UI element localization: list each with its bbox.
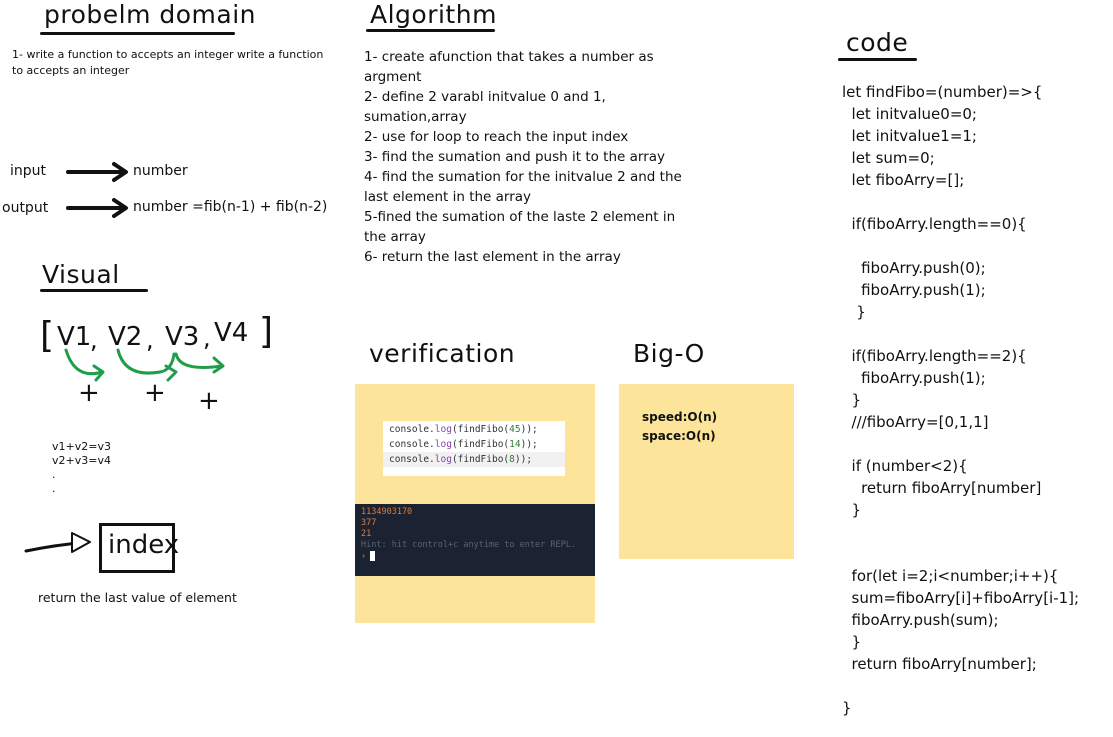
terminal-result: 21 <box>361 529 372 539</box>
console-call: console.log(findFibo(14)); <box>389 439 538 450</box>
code-line: let initvalue1=1; <box>842 127 977 145</box>
array-comma: , <box>203 324 211 352</box>
note-line: . <box>52 468 56 481</box>
console-code-snippet: console.log(findFibo(45)); console.log(f… <box>383 421 565 476</box>
code-line: let initvalue0=0; <box>842 105 977 123</box>
code-block: let findFibo=(number)=>{ let initvalue0=… <box>842 81 1079 719</box>
visual-underline <box>40 289 148 292</box>
code-line: ///fiboArry=[0,1,1] <box>842 413 989 431</box>
algorithm-step: 3- find the sumation and push it to the … <box>364 149 666 165</box>
terminal-prompt-line[interactable]: › <box>361 551 595 563</box>
array-comma: , <box>90 326 98 354</box>
plus-sign: + <box>198 386 220 416</box>
algorithm-step: argment <box>364 69 422 85</box>
visual-notes: v1+v2=v3 v2+v3=v4 . . <box>52 440 111 496</box>
code-line: for(let i=2;i<number;i++){ <box>842 567 1059 585</box>
array-item-v2: V2 <box>108 322 143 352</box>
code-line: return fiboArry[number] <box>842 479 1042 497</box>
index-box: index <box>99 523 179 573</box>
array-close-bracket: ] <box>259 311 274 352</box>
bigo-values: speed:O(n) space:O(n) <box>642 408 717 446</box>
code-line: fiboArry.push(1); <box>842 281 986 299</box>
algorithm-step: 1- create afunction that takes a number … <box>364 49 654 65</box>
output-value: number =fib(n-1) + fib(n-2) <box>133 199 328 215</box>
console-call: console.log(findFibo(45)); <box>389 424 538 435</box>
code-line: fiboArry.push(sum); <box>842 611 999 629</box>
code-line: } <box>842 501 862 519</box>
code-line: let findFibo=(number)=>{ <box>842 83 1043 101</box>
verification-panel: console.log(findFibo(45)); console.log(f… <box>355 384 595 623</box>
plus-sign: + <box>144 378 166 408</box>
array-open-bracket: [ <box>40 315 55 356</box>
code-line: return fiboArry[number]; <box>842 655 1037 673</box>
array-item-v4: V4 <box>214 318 249 348</box>
output-arrow-icon <box>66 198 128 218</box>
algorithm-steps: 1- create afunction that takes a number … <box>364 47 734 267</box>
algorithm-step: 5-fined the sumation of the laste 2 elem… <box>364 209 676 225</box>
algorithm-step: sumation,array <box>364 109 467 125</box>
code-line: if (number<2){ <box>842 457 968 475</box>
algorithm-step: 6- return the last element in the array <box>364 249 621 265</box>
input-arrow-icon <box>66 162 128 182</box>
array-comma: , <box>146 326 154 354</box>
return-note: return the last value of element <box>38 590 237 605</box>
array-item-v3: V3 <box>165 322 200 352</box>
note-line: v2+v3=v4 <box>52 454 111 467</box>
index-label: index <box>108 530 180 560</box>
code-underline <box>838 58 917 61</box>
algorithm-step: the array <box>364 229 426 245</box>
algorithm-step: 2- define 2 varabl initvalue 0 and 1, <box>364 89 606 105</box>
problem-domain-underline <box>40 32 235 35</box>
code-line: } <box>842 633 862 651</box>
verification-title: verification <box>369 339 516 368</box>
terminal-prompt: › <box>361 551 367 562</box>
problem-domain-title: probelm domain <box>44 0 257 29</box>
bigo-space: space:O(n) <box>642 429 716 443</box>
problem-description: 1- write a function to accepts an intege… <box>12 48 324 77</box>
note-line: v1+v2=v3 <box>52 440 111 453</box>
bigo-speed: speed:O(n) <box>642 410 718 424</box>
input-value: number <box>133 163 188 179</box>
algorithm-step: 4- find the sumation for the initvalue 2… <box>364 169 682 185</box>
algorithm-underline <box>366 29 495 32</box>
code-line: sum=fiboArry[i]+fiboArry[i-1]; <box>842 589 1080 607</box>
code-line: if(fiboArry.length==2){ <box>842 347 1027 365</box>
code-line: if(fiboArry.length==0){ <box>842 215 1027 233</box>
code-line: let sum=0; <box>842 149 935 167</box>
algorithm-title: Algorithm <box>370 0 497 29</box>
bigo-title: Big-O <box>633 339 705 368</box>
console-call: console.log(findFibo(8)); <box>383 452 565 467</box>
terminal-result: 377 <box>361 518 377 528</box>
output-label: output <box>2 200 49 216</box>
terminal-output: 1134903170 377 21 Hint: hit control+c an… <box>355 504 595 576</box>
code-line: fiboArry.push(1); <box>842 369 986 387</box>
terminal-result: 1134903170 <box>361 507 413 517</box>
algorithm-step: 2- use for loop to reach the input index <box>364 129 629 145</box>
code-line: } <box>842 391 862 409</box>
terminal-cursor <box>370 551 376 561</box>
array-item-v1: V1 <box>57 322 92 352</box>
code-line: fiboArry.push(0); <box>842 259 986 277</box>
input-label: input <box>10 163 47 179</box>
green-sum-arrows-icon <box>64 348 225 382</box>
visual-title: Visual <box>42 260 120 289</box>
code-title: code <box>846 28 909 57</box>
index-arrow-icon <box>24 532 91 553</box>
code-line: } <box>842 303 866 321</box>
algorithm-step: last element in the array <box>364 189 532 205</box>
terminal-hint: Hint: hit control+c anytime to enter REP… <box>361 540 576 550</box>
note-line: . <box>52 482 56 495</box>
plus-sign: + <box>78 378 100 408</box>
code-line: let fiboArry=[]; <box>842 171 965 189</box>
bigo-panel: speed:O(n) space:O(n) <box>619 384 794 559</box>
code-line: } <box>842 699 852 717</box>
